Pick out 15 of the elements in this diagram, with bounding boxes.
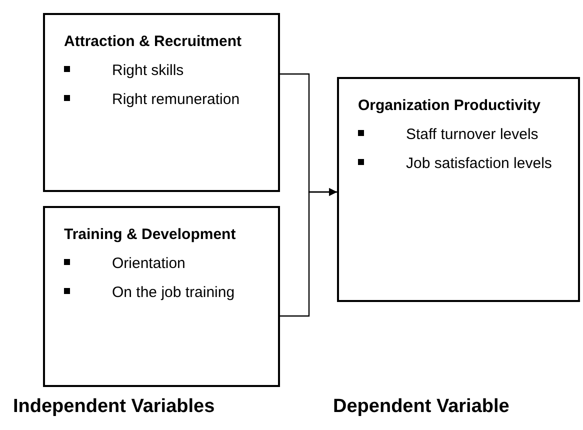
column-caption: Independent Variables: [13, 395, 215, 419]
column-caption: Dependent Variable: [333, 395, 510, 419]
bullet-text: Right skills: [112, 61, 184, 81]
box-heading: Attraction & Recruitment: [64, 32, 243, 52]
connector-arrow: [280, 188, 337, 317]
box-heading: Organization Productivity: [358, 96, 542, 116]
bullet-text: Staff turnover levels: [406, 125, 538, 145]
variable-box: [43, 206, 280, 387]
bullet-text: On the job training: [112, 283, 235, 303]
box-heading: Training & Development: [64, 225, 237, 245]
bullet-text: Right remuneration: [112, 90, 240, 110]
bullet-text: Orientation: [112, 254, 186, 274]
bullet-text: Job satisfaction levels: [406, 154, 552, 174]
variable-box: [43, 13, 280, 192]
variable-box: [337, 77, 580, 302]
